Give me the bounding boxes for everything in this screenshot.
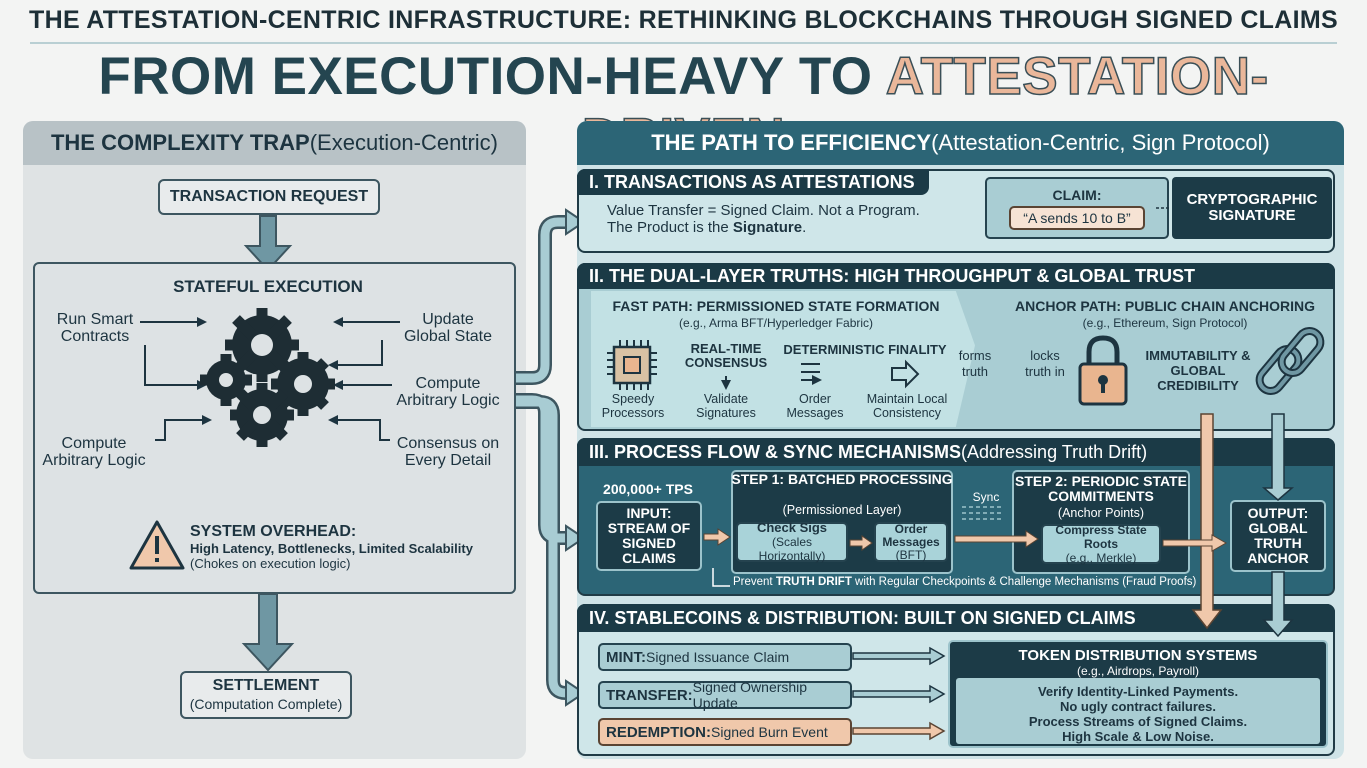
right-flow-arrows	[0, 0, 1367, 768]
